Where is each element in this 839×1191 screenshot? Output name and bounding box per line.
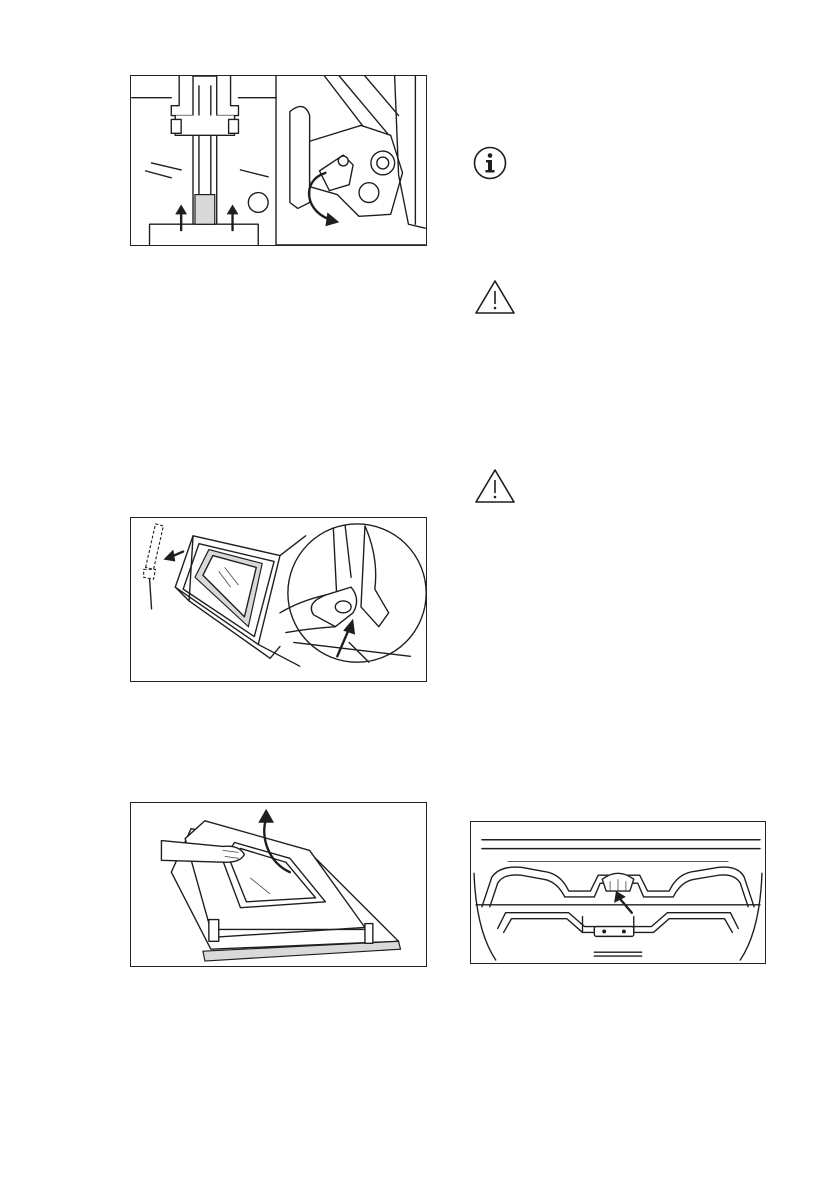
glass-panel-figure <box>130 802 427 967</box>
door-hinge-figure <box>130 75 427 246</box>
door-removal-figure <box>130 517 427 682</box>
warning-icon-2 <box>474 468 516 504</box>
hinge-diagram <box>131 76 426 245</box>
info-icon <box>473 146 507 180</box>
warning-icon <box>474 279 516 315</box>
oven-lamp-figure <box>470 821 766 964</box>
